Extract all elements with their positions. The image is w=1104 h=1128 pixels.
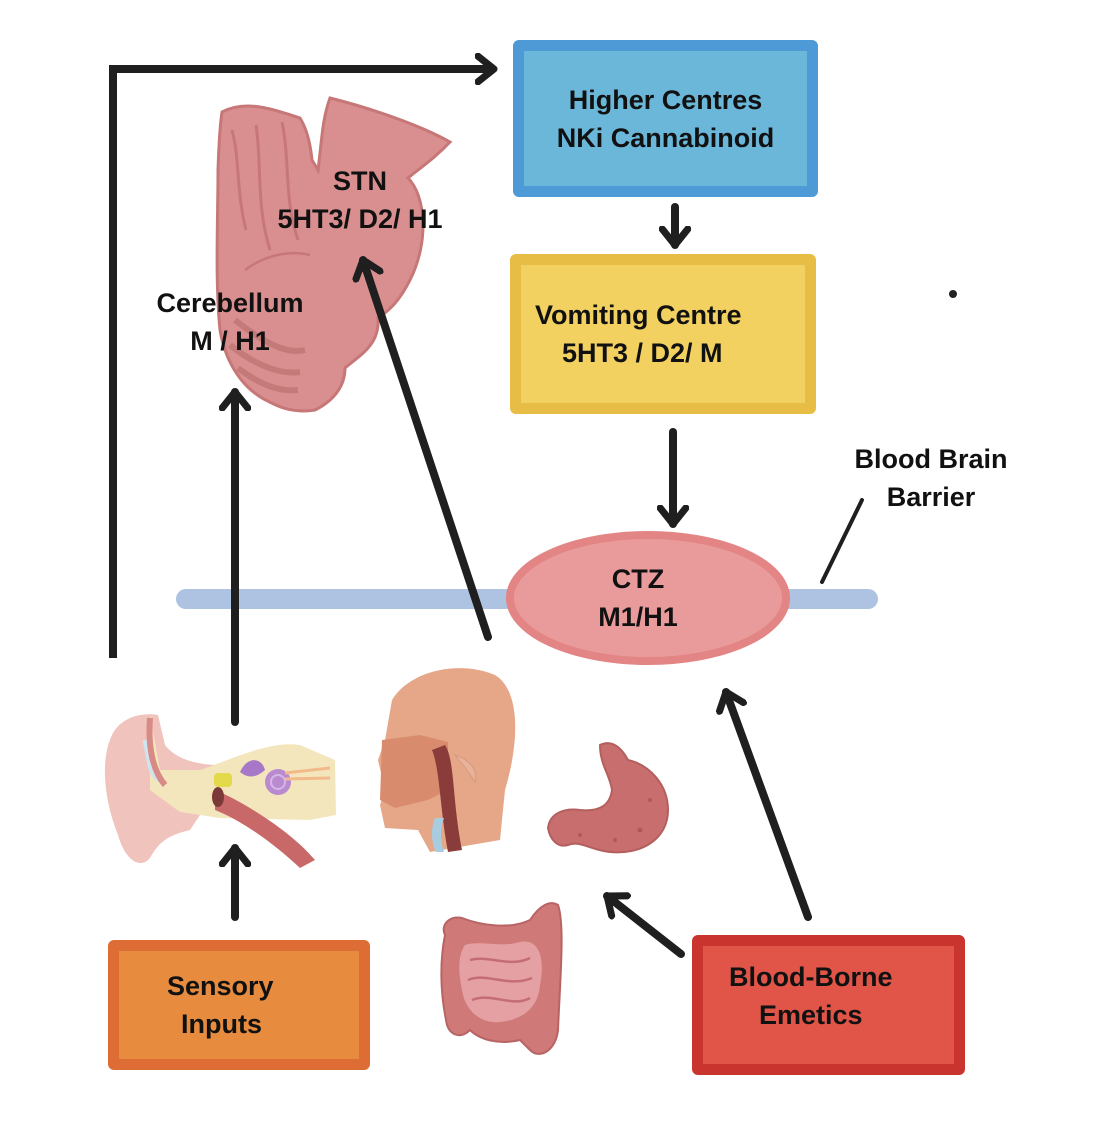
ctz-label-2: M1/H1	[598, 602, 678, 632]
brainstem-illustration	[215, 96, 453, 413]
sensory-inputs-label-2: Inputs	[181, 1009, 262, 1039]
bbb-label-1: Blood Brain	[854, 444, 1008, 474]
vomiting-centre-node: Vomiting Centre 5HT3 / D2/ M	[510, 254, 816, 414]
stomach-illustration	[546, 742, 670, 854]
bbb-pointer-line	[820, 498, 864, 584]
intestines-illustration	[440, 902, 563, 1055]
arrow-emetics-to-stomach	[603, 892, 685, 958]
vomiting-centre-label-2: 5HT3 / D2/ M	[562, 338, 723, 368]
cerebellum-label-2: M / H1	[190, 326, 270, 356]
arrow-emetics-to-ctz	[726, 688, 812, 921]
bbb-label-2: Barrier	[886, 482, 976, 512]
sensory-inputs-label-1: Sensory	[167, 971, 274, 1001]
higher-centres-label-2: NKi Cannabinoid	[556, 122, 775, 153]
cerebellum-label-1: Cerebellum	[156, 288, 304, 318]
arrow-head-to-stn	[363, 256, 492, 641]
stray-dot	[949, 290, 957, 298]
stn-label-2: 5HT3/ D2/ H1	[277, 204, 443, 234]
emetics-label-1: Blood-Borne	[729, 962, 893, 992]
vomiting-centre-label-1: Vomiting Centre	[535, 300, 742, 330]
stn-label-1: STN	[333, 166, 387, 196]
ctz-node-shape	[506, 531, 790, 665]
head-throat-illustration	[378, 668, 516, 852]
higher-centres-node: Higher Centres NKi Cannabinoid	[513, 40, 818, 197]
arrows	[109, 69, 812, 958]
blood-borne-emetics-node: Blood-Borne Emetics	[692, 935, 965, 1075]
higher-centres-label-1: Higher Centres	[568, 84, 763, 115]
emetics-label-2: Emetics	[759, 1000, 863, 1030]
arrow-ear-to-higher-centres	[109, 69, 494, 658]
sensory-inputs-node: Sensory Inputs	[108, 940, 370, 1070]
inner-ear-illustration	[104, 714, 336, 868]
ctz-label-1: CTZ	[611, 564, 665, 594]
